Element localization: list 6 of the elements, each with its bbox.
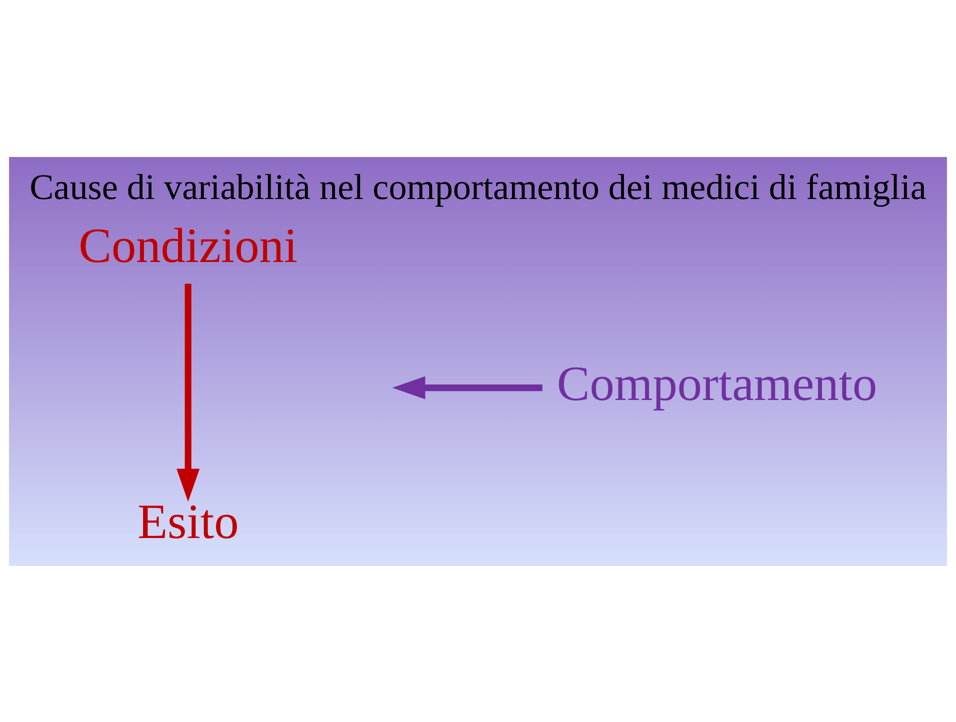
node-text: Comportamento bbox=[556, 356, 878, 411]
arrow bbox=[176, 283, 200, 502]
diagram-title: Cause di variabilità nel comportamento dei medici di famiglia bbox=[30, 166, 926, 207]
node-text: Esito bbox=[137, 494, 239, 549]
node-text: Condizioni bbox=[78, 218, 298, 273]
arrow bbox=[392, 376, 542, 399]
